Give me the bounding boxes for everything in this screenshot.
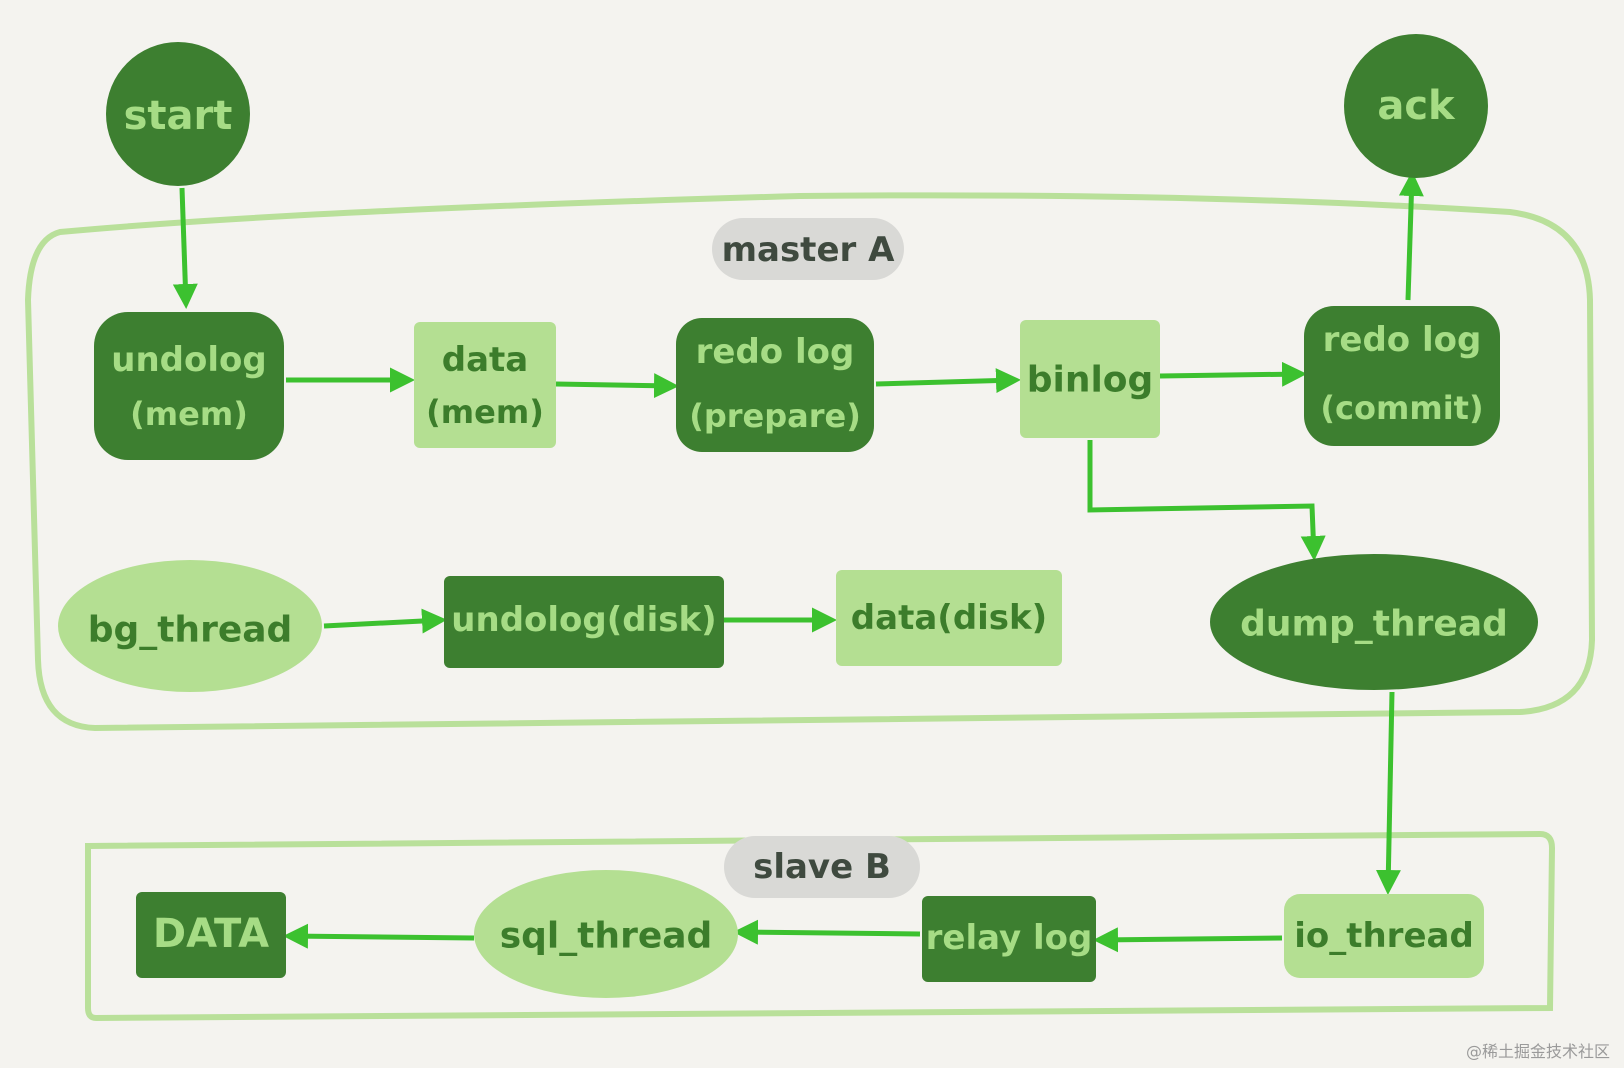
watermark: @稀土掘金技术社区: [1465, 1042, 1610, 1061]
data-disk-label: data(disk): [851, 598, 1047, 638]
binlog-node: binlog: [1020, 320, 1160, 438]
start-node: start: [106, 42, 250, 186]
slave-b-tag: slave B: [724, 836, 920, 898]
arrow-sql-thread-data: [283, 923, 475, 949]
arrow-binlog-dump-thread: [1087, 440, 1326, 561]
undolog-mem-node: undolog (mem): [94, 312, 284, 460]
data-mem-label-2: (mem): [426, 393, 544, 431]
data-mem-node: data (mem): [414, 322, 556, 448]
sql-thread-node: sql_thread: [474, 870, 738, 998]
ack-node: ack: [1344, 34, 1488, 178]
data-disk-node: data(disk): [836, 570, 1062, 666]
arrows: [172, 171, 1424, 953]
master-a-frame: [24, 192, 1596, 732]
io-thread-node: io_thread: [1284, 894, 1484, 978]
master-a-label: master A: [722, 230, 896, 270]
arrow-io-thread-relay-log: [1093, 927, 1283, 953]
dump-thread-node: dump_thread: [1210, 554, 1538, 690]
relay-log-label: relay log: [926, 918, 1093, 958]
redo-log-commit-label-1: redo log: [1323, 320, 1482, 360]
redo-log-commit-label-2: (commit): [1320, 389, 1483, 427]
arrow-dump-thread-io-thread: [1375, 691, 1401, 895]
slave-b-label: slave B: [753, 847, 891, 887]
slave-b-frame: [85, 830, 1556, 1022]
redo-log-prepare-label-1: redo log: [696, 332, 855, 372]
redo-log-commit-node: redo log (commit): [1304, 306, 1500, 446]
redo-log-prepare-node: redo log (prepare): [676, 318, 874, 452]
arrow-relay-log-sql-thread: [733, 919, 921, 945]
sql-thread-label: sql_thread: [500, 916, 713, 957]
data-slave-label: DATA: [153, 911, 269, 957]
bg-thread-label: bg_thread: [88, 610, 293, 651]
arrow-redo-prepare-binlog: [875, 368, 1021, 394]
arrow-start-undolog: [172, 187, 198, 309]
relay-log-node: relay log: [922, 896, 1096, 982]
data-slave-node: DATA: [136, 892, 286, 978]
undolog-mem-label-1: undolog: [111, 340, 266, 380]
ack-label: ack: [1377, 83, 1456, 129]
redo-log-prepare-label-2: (prepare): [689, 397, 861, 435]
dump-thread-label: dump_thread: [1240, 604, 1508, 645]
undolog-disk-node: undolog(disk): [444, 576, 724, 668]
data-mem-label-1: data: [442, 340, 528, 380]
master-a-tag: master A: [712, 218, 904, 280]
io-thread-label: io_thread: [1294, 916, 1474, 956]
arrow-binlog-redo-commit: [1159, 361, 1307, 387]
start-label: start: [124, 93, 233, 139]
arrow-redo-commit-ack: [1398, 171, 1424, 301]
arrow-bg-thread-undolog-disk: [323, 608, 447, 634]
undolog-disk-label: undolog(disk): [451, 600, 716, 640]
binlog-label: binlog: [1027, 360, 1154, 401]
bg-thread-node: bg_thread: [58, 560, 322, 692]
undolog-mem-label-2: (mem): [130, 395, 248, 433]
arrow-data-redo-prepare: [555, 373, 679, 399]
